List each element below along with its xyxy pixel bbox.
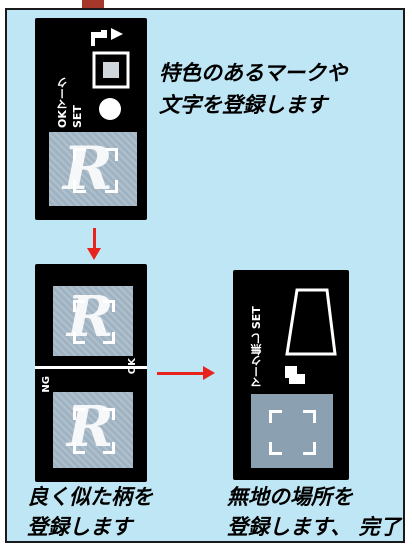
step1-caption-line1: 特色のあるマークや — [159, 60, 348, 85]
hand-icon — [285, 366, 305, 384]
hand-arrow-icon — [91, 28, 123, 46]
set-label: マーク無し SET — [250, 306, 263, 388]
step1-caption-line2: 文字を登録します — [159, 92, 327, 117]
pattern-letter: R — [63, 134, 113, 204]
set-label: OKマーク SET — [56, 77, 84, 128]
instruction-panel: OKマーク SET R 特色のあるマークや 文字を登録します R — [5, 8, 405, 543]
ok-label: OK — [127, 358, 138, 375]
pattern-preview-top: R — [53, 286, 133, 356]
pattern-preview: R — [49, 132, 137, 206]
record-dot-icon — [99, 98, 121, 120]
right-arrow-head — [203, 366, 215, 380]
step3-caption-line2: 登録します、 完了 — [227, 514, 401, 539]
step2-caption-line2: 登録します — [27, 514, 132, 539]
pattern-preview-bottom: R — [53, 392, 133, 468]
ok-ng-divider — [35, 366, 147, 369]
right-arrow-shaft — [157, 372, 205, 375]
step2-caption-line1: 良く似た柄を — [27, 484, 153, 509]
device-screen-step1: OKマーク SET R — [35, 18, 147, 220]
background-strip — [0, 0, 8, 552]
device-screen-step2: R NG OK R — [35, 264, 147, 482]
down-arrow-head — [87, 248, 101, 260]
frame-square-icon — [92, 51, 130, 89]
step3-caption-line1: 無地の場所を — [227, 484, 353, 509]
device-screen-step3: マーク無し SET — [233, 270, 349, 480]
plain-area-preview — [251, 394, 333, 468]
ng-label: NG — [41, 376, 52, 393]
trapezoid-frame-icon — [285, 288, 337, 356]
down-arrow-shaft — [93, 228, 96, 250]
